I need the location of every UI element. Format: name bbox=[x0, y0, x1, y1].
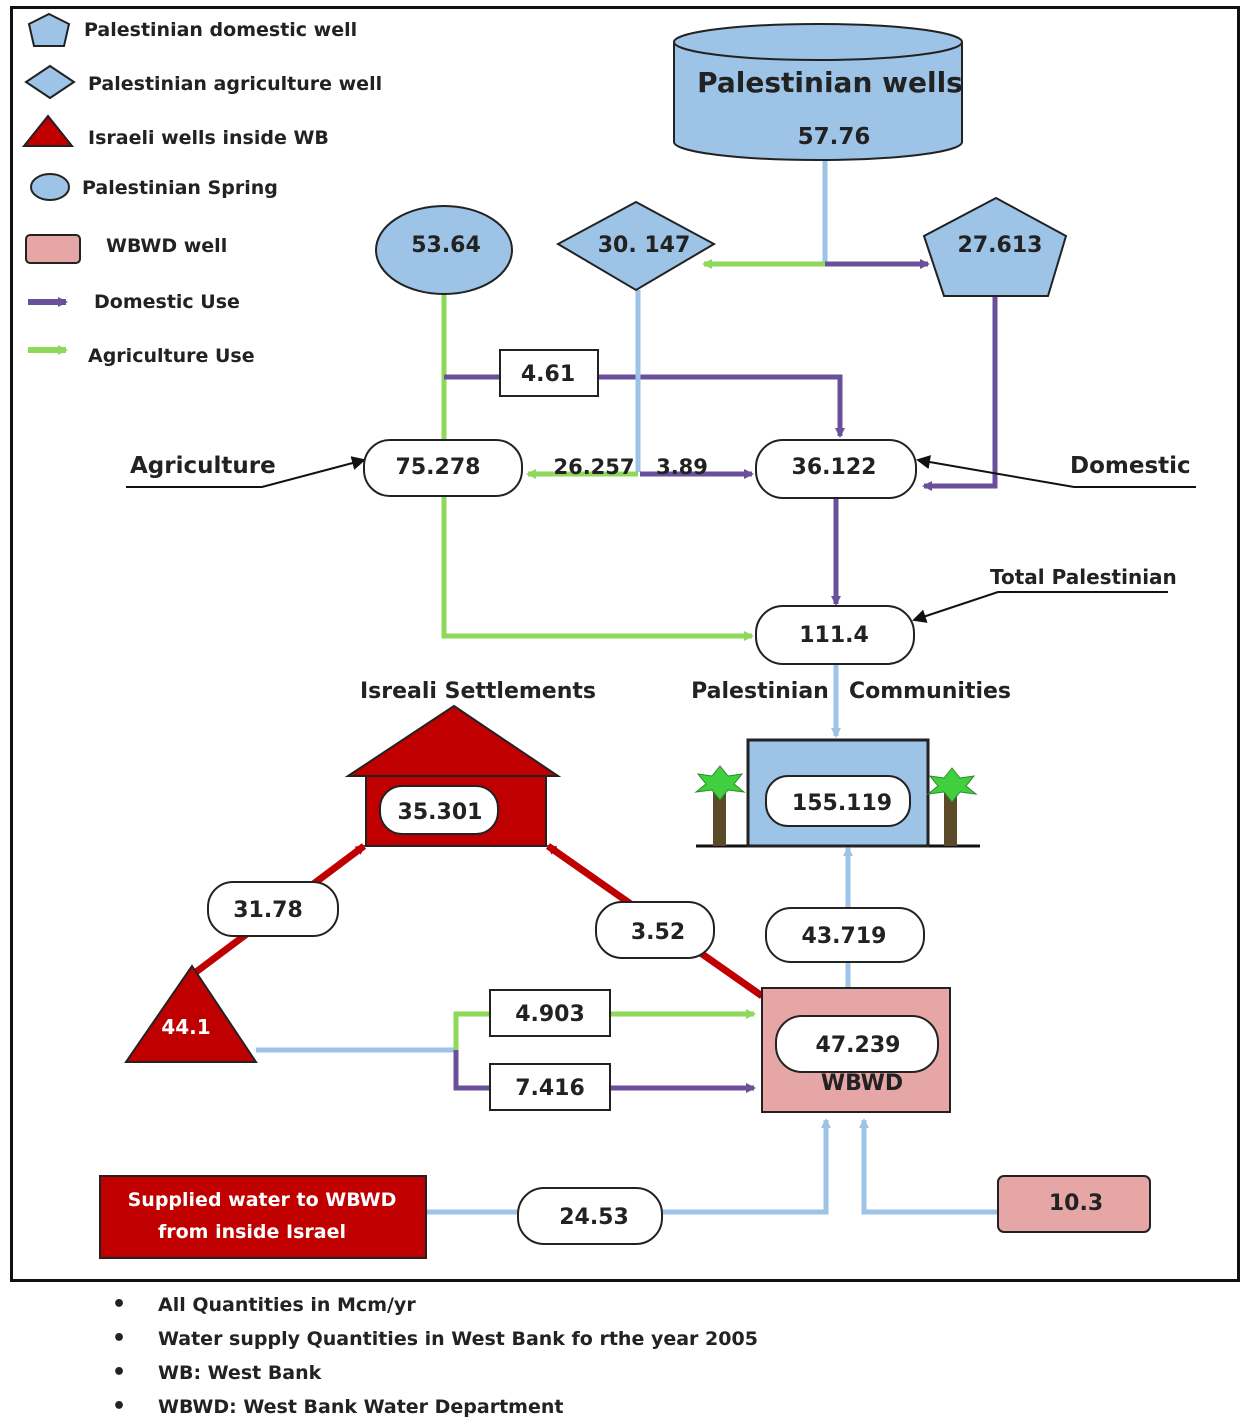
legend-domestic-well: Palestinian domestic well bbox=[84, 19, 357, 41]
settlements-house-icon: 35.301 bbox=[344, 704, 562, 847]
total-palestinian-value: 111.4 bbox=[799, 623, 869, 648]
israeli-wells-to-settlements-box: 31.78 bbox=[207, 881, 339, 937]
total-palestinian-label: Total Palestinian bbox=[990, 565, 1177, 589]
communities-value: 155.119 bbox=[792, 791, 892, 816]
wbwd-to-communities-value: 43.719 bbox=[802, 924, 887, 949]
footnote-item: WBWD: West Bank Water Department bbox=[112, 1392, 758, 1426]
connectors bbox=[126, 148, 1196, 1215]
total-palestinian-node: 111.4 bbox=[755, 605, 915, 665]
agriculture-well-value: 30. 147 bbox=[598, 233, 691, 258]
spring-to-domestic-box: 4.61 bbox=[499, 349, 599, 397]
palestinian-wells-cylinder: Palestinian wells 57.76 bbox=[673, 23, 963, 161]
wbwd-node: 47.239 WBWD bbox=[761, 987, 951, 1113]
supplied-line-2: from inside Israel bbox=[158, 1221, 346, 1243]
water-flow-diagram: Palestinian domestic well Palestinian ag… bbox=[21, 12, 1196, 1259]
israeli-wells-node: 44.1 bbox=[124, 964, 258, 1063]
supplied-line-1: Supplied water to WBWD bbox=[128, 1189, 397, 1211]
supplied-value-box: 24.53 bbox=[517, 1187, 663, 1245]
agriculture-well-node: 30. 147 bbox=[555, 200, 717, 292]
agriculture-total-node: 75.278 bbox=[363, 439, 523, 497]
total-label-pointer bbox=[912, 591, 1168, 623]
spring-value: 53.64 bbox=[411, 233, 481, 258]
diagram-frame bbox=[10, 6, 1240, 1282]
palm-tree-left-icon bbox=[694, 765, 746, 846]
domestic-well-value: 27.613 bbox=[958, 233, 1043, 258]
legend-ellipse-icon bbox=[30, 173, 70, 201]
legend-domestic-use: Domestic Use bbox=[94, 291, 240, 313]
settlements-value: 35.301 bbox=[398, 800, 483, 825]
footnotes-list: All Quantities in Mcm/yr Water supply Qu… bbox=[112, 1290, 758, 1426]
communities-title-2: Communities bbox=[849, 679, 1011, 704]
wbwd-well-value: 10.3 bbox=[1049, 1191, 1103, 1216]
wbwd-to-communities-box: 43.719 bbox=[765, 907, 925, 963]
domestic-well-to-domestic-arrow bbox=[922, 296, 998, 491]
footnote-item: All Quantities in Mcm/yr bbox=[112, 1290, 758, 1324]
palestinian-wells-value: 57.76 bbox=[798, 124, 871, 150]
footnote-item: Water supply Quantities in West Bank fo … bbox=[112, 1324, 758, 1358]
legend-triangle-icon bbox=[21, 114, 75, 147]
communities-title-1: Palestinian bbox=[691, 679, 829, 704]
palestinian-wells-title: Palestinian wells bbox=[697, 66, 963, 99]
wbwd-well-to-wbwd-arrow bbox=[859, 1118, 998, 1215]
wbwd-well-node: 10.3 bbox=[997, 1175, 1151, 1233]
supplied-water-node: Supplied water to WBWD from inside Israe… bbox=[99, 1175, 427, 1259]
israeli-to-wbwd-domestic-box: 7.416 bbox=[489, 1063, 611, 1111]
legend-agriculture-well: Palestinian agriculture well bbox=[88, 73, 382, 95]
israeli-to-wbwd-agri-box: 4.903 bbox=[489, 989, 611, 1037]
domestic-total-node: 36.122 bbox=[755, 439, 917, 499]
israeli-wells-value: 44.1 bbox=[161, 1015, 210, 1039]
spring-node: 53.64 bbox=[375, 205, 513, 295]
wbwd-to-settlements-value: 3.52 bbox=[631, 920, 685, 945]
legend-israeli-wells: Israeli wells inside WB bbox=[88, 127, 329, 149]
settlements-title: Isreali Settlements bbox=[360, 679, 596, 704]
domestic-well-node: 27.613 bbox=[922, 196, 1068, 297]
domestic-label-pointer bbox=[916, 455, 1196, 488]
israeli-wells-to-settlements-value: 31.78 bbox=[233, 898, 303, 923]
domestic-label: Domestic bbox=[1070, 453, 1191, 479]
wbwd-value: 47.239 bbox=[816, 1033, 901, 1058]
legend-diamond-icon bbox=[24, 64, 76, 100]
legend-wbwd-well: WBWD well bbox=[106, 235, 227, 257]
legend-agriculture-use: Agriculture Use bbox=[88, 345, 255, 367]
israeli-to-wbwd-domestic-value: 7.416 bbox=[515, 1076, 585, 1101]
legend-spring: Palestinian Spring bbox=[82, 177, 278, 199]
legend-pentagon-icon bbox=[27, 12, 71, 47]
agriculture-total-value: 75.278 bbox=[396, 455, 481, 480]
palm-tree-right-icon bbox=[926, 767, 978, 846]
agriculture-label: Agriculture bbox=[130, 453, 276, 479]
agri-well-to-domestic-value: 3.89 bbox=[656, 455, 708, 479]
footnote-item: WB: West Bank bbox=[112, 1358, 758, 1392]
israeli-to-wbwd-agri-value: 4.903 bbox=[515, 1002, 585, 1027]
wbwd-to-settlements-box: 3.52 bbox=[595, 901, 715, 959]
supplied-value: 24.53 bbox=[559, 1205, 629, 1230]
legend-rounded-rect-icon bbox=[25, 234, 81, 264]
israeli-to-wbwd-agri-arrow bbox=[453, 1009, 756, 1050]
communities-building-icon: 155.119 bbox=[746, 738, 930, 848]
israeli-to-wbwd-domestic-arrow bbox=[453, 1050, 756, 1093]
legend: Palestinian domestic well Palestinian ag… bbox=[21, 12, 382, 367]
domestic-total-value: 36.122 bbox=[792, 455, 877, 480]
wbwd-label: WBWD bbox=[821, 1071, 903, 1096]
agriculture-to-total-arrow bbox=[441, 496, 754, 641]
agri-well-to-agriculture-value: 26.257 bbox=[553, 455, 634, 479]
spring-to-domestic-value: 4.61 bbox=[521, 362, 575, 387]
